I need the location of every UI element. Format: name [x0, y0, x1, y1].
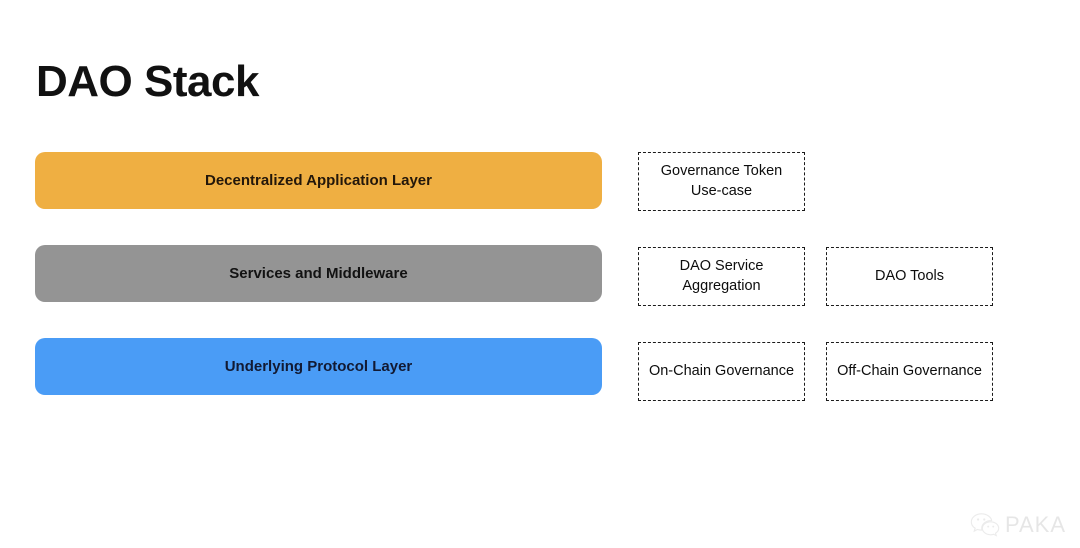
component-row: On-Chain Governance Off-Chain Governance: [638, 342, 993, 401]
layer-bar-label: Services and Middleware: [229, 265, 408, 282]
layer-bar-label: Decentralized Application Layer: [204, 172, 432, 189]
component-row: Governance Token Use-case: [638, 152, 993, 211]
component-box-label: DAO Tools: [874, 267, 945, 284]
component-box-label: Off-Chain Governance: [837, 362, 982, 379]
watermark-label: PAKA: [1004, 512, 1066, 537]
component-box-label: Governance Token Use-case: [660, 162, 783, 199]
watermark: PAKA: [970, 512, 1066, 538]
component-box-label: DAO Service Aggregation: [679, 257, 764, 294]
component-box-off-chain-governance: Off-Chain Governance: [826, 342, 993, 401]
component-box-governance-token-use-case: Governance Token Use-case: [638, 152, 805, 211]
component-box-label: On-Chain Governance: [648, 362, 795, 379]
wechat-icon: [970, 513, 1000, 537]
component-box-placeholder: [826, 152, 993, 211]
layer-bar-application: Decentralized Application Layer: [35, 152, 602, 209]
layer-stack: Decentralized Application Layer Services…: [35, 152, 602, 395]
layer-bar-middleware: Services and Middleware: [35, 245, 602, 302]
layer-bar-label: Underlying Protocol Layer: [224, 358, 413, 375]
component-box-on-chain-governance: On-Chain Governance: [638, 342, 805, 401]
component-box-dao-tools: DAO Tools: [826, 247, 993, 306]
component-grid: Governance Token Use-case DAO Service Ag…: [638, 152, 993, 401]
component-box-dao-service-aggregation: DAO Service Aggregation: [638, 247, 805, 306]
component-row: DAO Service Aggregation DAO Tools: [638, 247, 993, 306]
layer-bar-protocol: Underlying Protocol Layer: [35, 338, 602, 395]
page-title: DAO Stack: [36, 57, 259, 106]
